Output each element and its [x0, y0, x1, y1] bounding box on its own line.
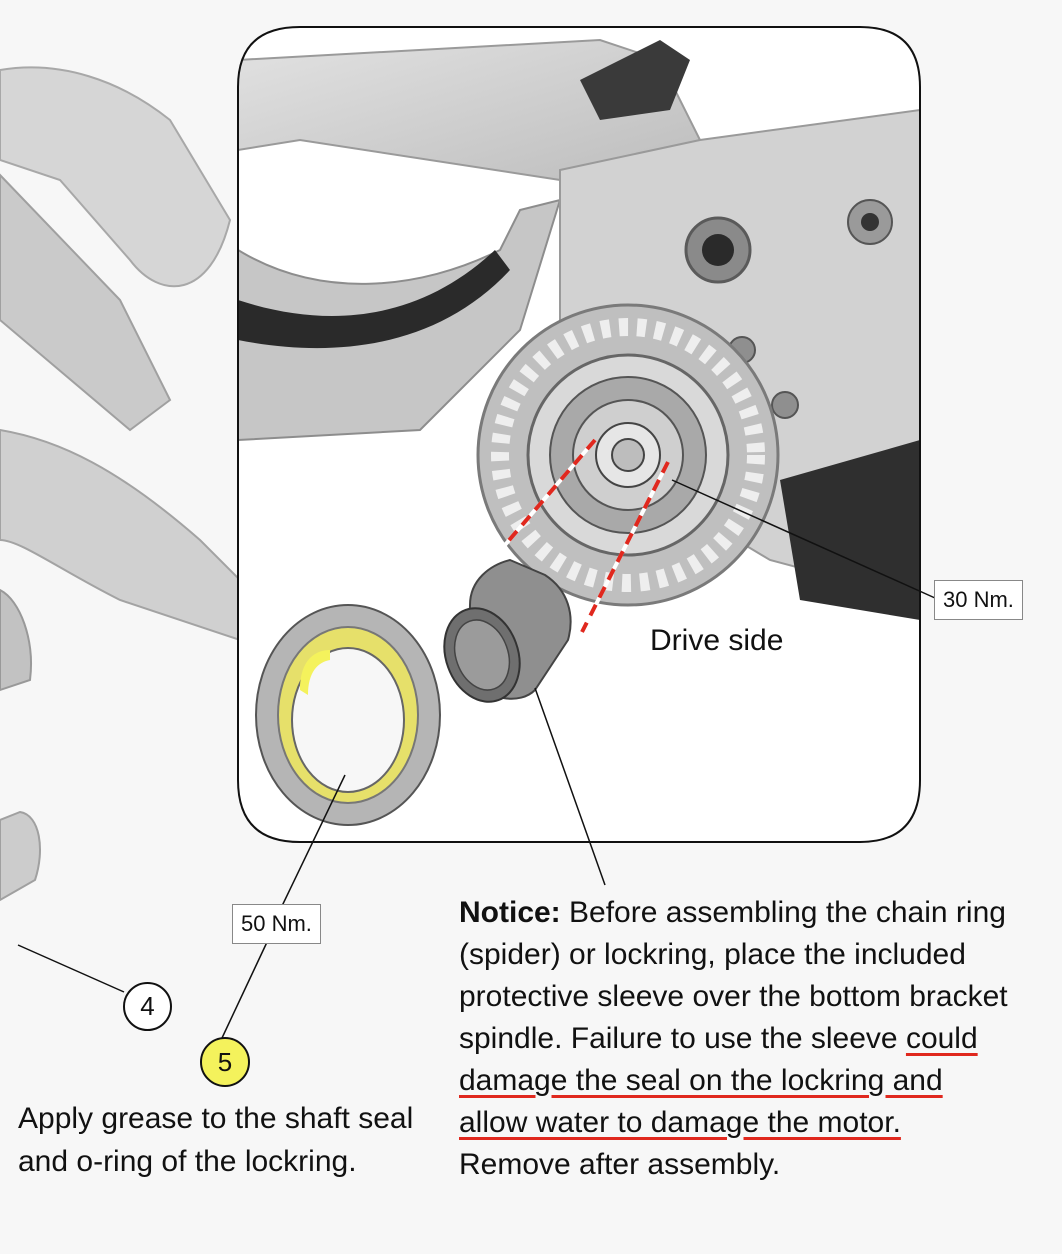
notice-outro: Remove after assembly. [459, 1148, 781, 1181]
left-frame-parts [0, 66, 241, 902]
alignment-lines [503, 438, 670, 633]
callout-number-5: 5 [200, 1037, 250, 1087]
notice-paragraph: Notice: Before assembling the chain ring… [459, 892, 1019, 1186]
notice-intro: Before assembling the chain ring (spider… [459, 896, 1008, 1055]
torque-label-lockring: 50 Nm. [232, 904, 321, 944]
torque-label-spindle: 30 Nm. [934, 580, 1023, 620]
lockring [255, 604, 441, 826]
notice-heading: Notice: [459, 896, 561, 929]
protective-sleeve [443, 558, 572, 703]
drive-side-label: Drive side [650, 624, 784, 657]
grease-instruction: Apply grease to the shaft seal and o-rin… [18, 1102, 414, 1178]
notice-warning: could damage the seal on the lockring an… [459, 1022, 978, 1139]
leader-lines [17, 479, 936, 1039]
callout-number-4: 4 [123, 982, 172, 1031]
